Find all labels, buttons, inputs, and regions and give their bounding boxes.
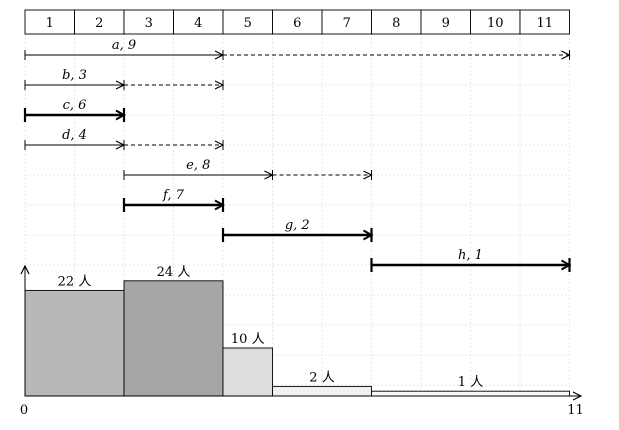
header-cell-label: 3 (145, 16, 153, 31)
header-cell-label: 8 (392, 16, 400, 31)
histogram-bar (272, 385, 372, 397)
header-cell-label: 6 (293, 16, 301, 31)
header-cell (222, 9, 273, 35)
header-cell (123, 9, 174, 35)
header-cell-label: 10 (487, 16, 504, 31)
interval-label: b, 3 (62, 68, 87, 83)
interval-arrows: a, 9 b, 3 c, 6 d, 4 e, 8f, 7 g, 2 h, 1 (23, 38, 570, 272)
histogram: 22 人 24 人 10 人 2 人 1 人 0 11 (20, 265, 584, 418)
header-cell (24, 9, 75, 35)
header-cell-label: 1 (46, 16, 54, 31)
interval-label: c, 6 (63, 98, 87, 113)
histogram-bar (222, 347, 273, 397)
interval-label: h, 1 (458, 248, 483, 263)
histogram-bar-label: 2 人 (309, 370, 334, 385)
x-axis-min-label: 0 (20, 403, 28, 418)
header-cell (321, 9, 372, 35)
interval-label: g, 2 (285, 218, 310, 233)
x-axis-max-label: 11 (567, 403, 584, 418)
header-cell (74, 9, 125, 35)
histogram-bar (24, 289, 125, 397)
histogram-bar-label: 10 人 (231, 332, 265, 347)
header-cell-label: 4 (194, 16, 202, 31)
header-cell (519, 9, 570, 35)
interval-label: d, 4 (62, 128, 87, 143)
histogram-bar (123, 280, 224, 397)
interval-label: a, 9 (112, 38, 136, 53)
header-cell-label: 11 (536, 16, 553, 31)
header-cell-label: 5 (244, 16, 252, 31)
header-cell-label: 2 (95, 16, 103, 31)
header-cells: 1 2 3 4 5 6 7 8 9 10 11 (24, 9, 570, 35)
histogram-bar-label: 24 人 (157, 265, 191, 280)
histogram-bar-label: 1 人 (458, 375, 483, 390)
interval-label: e, 8 (186, 158, 210, 173)
header-cell (272, 9, 323, 35)
header-cell-label: 9 (442, 16, 450, 31)
histogram-bar-label: 22 人 (58, 274, 92, 289)
histogram-bar (371, 390, 570, 397)
header-cell-label: 7 (343, 16, 351, 31)
header-cell (420, 9, 471, 35)
header-cell (470, 9, 521, 35)
header-cell (173, 9, 224, 35)
interval-label: f, 7 (162, 188, 185, 203)
